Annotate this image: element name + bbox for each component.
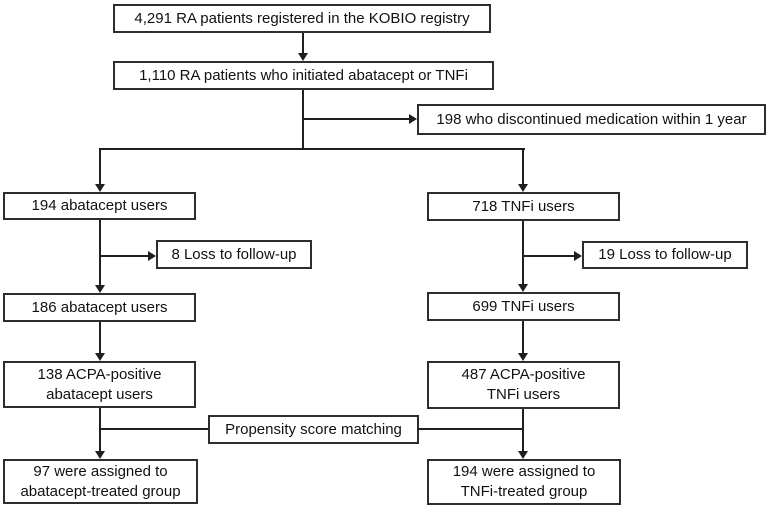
connector-matching-right (418, 428, 523, 430)
arrowhead-right-icon (148, 251, 156, 261)
box-tnfi-acpa-positive: 487 ACPA-positive TNFi users (427, 361, 620, 409)
arrowhead-down-icon (95, 184, 105, 192)
connector-tnfi-699-to-acpa (522, 321, 524, 353)
arrowhead-right-icon (574, 251, 582, 261)
arrowhead-down-icon (518, 353, 528, 361)
arrowhead-down-icon (518, 184, 528, 192)
box-abatacept-users-194: 194 abatacept users (3, 192, 196, 220)
arrowhead-down-icon (298, 53, 308, 61)
connector-abatacept-186-to-acpa (99, 322, 101, 353)
arrowhead-down-icon (518, 284, 528, 292)
box-propensity-score-matching: Propensity score matching (208, 415, 419, 444)
connector-matching-left (100, 428, 208, 430)
box-tnfi-loss-followup: 19 Loss to follow-up (582, 241, 748, 269)
arrowhead-down-icon (95, 353, 105, 361)
box-discontinued-medication: 198 who discontinued medication within 1… (417, 104, 766, 135)
box-tnfi-users-699: 699 TNFi users (427, 292, 620, 321)
connector-abatacept-194-to-186 (99, 220, 101, 285)
box-registry-total: 4,291 RA patients registered in the KOBI… (113, 4, 491, 33)
connector-to-tnfi-loss (523, 255, 574, 257)
arrowhead-right-icon (409, 114, 417, 124)
box-abatacept-assigned-group: 97 were assigned to abatacept-treated gr… (3, 459, 198, 504)
connector-split-left-drop (99, 148, 101, 184)
box-tnfi-assigned-group: 194 were assigned to TNFi-treated group (427, 459, 621, 505)
arrowhead-down-icon (95, 451, 105, 459)
connector-acpa-to-tnfi-group (522, 409, 524, 451)
arrowhead-down-icon (95, 285, 105, 293)
arrowhead-down-icon (518, 451, 528, 459)
connector-split-horizontal (99, 148, 525, 150)
box-tnfi-users-718: 718 TNFi users (427, 192, 620, 221)
connector-to-discontinued (303, 118, 409, 120)
connector-to-abatacept-loss (100, 255, 148, 257)
box-abatacept-users-186: 186 abatacept users (3, 293, 196, 322)
box-abatacept-acpa-positive: 138 ACPA-positive abatacept users (3, 361, 196, 408)
connector-tnfi-718-to-699 (522, 221, 524, 284)
box-abatacept-loss-followup: 8 Loss to follow-up (156, 240, 312, 269)
box-initiated-treatment: 1,110 RA patients who initiated abatacep… (113, 61, 494, 90)
connector-split-right-drop (522, 148, 524, 184)
connector-registry-to-initiated (302, 33, 304, 53)
